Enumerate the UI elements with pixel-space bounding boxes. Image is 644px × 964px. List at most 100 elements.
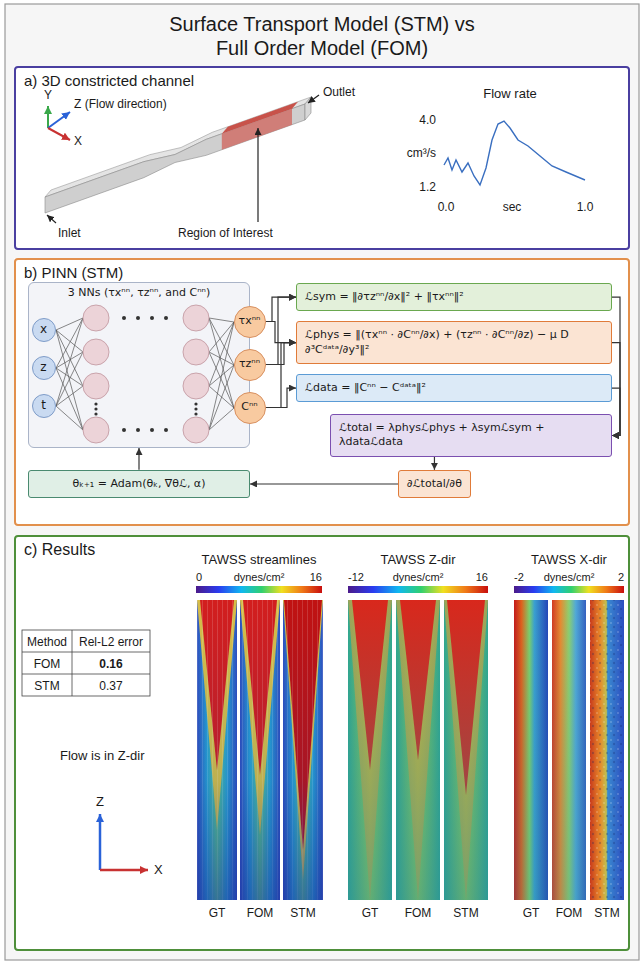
- leader-line: [257, 128, 258, 222]
- callout-label: Region of Interest: [178, 226, 273, 240]
- axis-arrow: [47, 106, 49, 128]
- box-title: 3 NNs (τxⁿⁿ, τzⁿⁿ, and Cⁿⁿ): [29, 283, 249, 300]
- node-label: t: [41, 398, 46, 414]
- table-cell: FOM: [34, 657, 61, 671]
- node-label: τxⁿⁿ: [239, 314, 261, 328]
- axis-arrow: [48, 128, 70, 140]
- callout-label: Outlet: [323, 85, 355, 99]
- connector: [434, 457, 435, 470]
- panel-ground: [14, 66, 630, 250]
- strip-label: STM: [594, 906, 619, 920]
- figure-title: Surface Transport Model (STM) vs Full Or…: [157, 12, 487, 60]
- equation: ℒsym = ‖∂τzⁿⁿ/∂x‖² + ‖τxⁿⁿ‖²: [305, 290, 603, 304]
- channel-front: [45, 104, 305, 213]
- input-node: t: [32, 394, 56, 418]
- network-ground: [28, 282, 250, 448]
- equation: ℒtotal = λphysℒphys + λsymℒsym + λdataℒd…: [339, 421, 603, 450]
- output-node: τzⁿⁿ: [234, 349, 266, 381]
- colorbar-label: 16: [310, 571, 322, 584]
- connector: [266, 343, 297, 408]
- colorbar-label: -2: [514, 571, 524, 584]
- panel-box: b) PINN (STM)3 NNs (τxⁿⁿ, τzⁿⁿ, and Cⁿⁿ)…: [14, 258, 630, 526]
- strip-label: FOM: [556, 906, 583, 920]
- total-loss-box: ℒtotal = λphysℒphys + λsymℒsym + λdataℒd…: [330, 414, 612, 457]
- colorbar-label: 16: [476, 571, 488, 584]
- node-label: τzⁿⁿ: [239, 357, 260, 371]
- axis-label: X: [74, 134, 82, 148]
- node-label: Cⁿⁿ: [241, 400, 257, 414]
- axis-label: Z (Flow direction): [74, 97, 167, 111]
- loss-box: ℒphys = ‖(τxⁿⁿ · ∂Cⁿⁿ/∂x) + (τzⁿⁿ · ∂Cⁿⁿ…: [296, 321, 612, 364]
- strip-label: GT: [209, 906, 226, 920]
- strip-label: STM: [290, 906, 315, 920]
- node-label: z: [40, 360, 46, 376]
- equation: ℒdata = ‖Cⁿⁿ − Cᵈᵃᵗᵃ‖²: [305, 381, 603, 395]
- strip-label: FOM: [247, 906, 274, 920]
- table-cell: Method: [27, 635, 67, 649]
- channel-top: [45, 97, 311, 197]
- network-weights: [56, 318, 83, 430]
- colorbar-label: dynes/cm²: [234, 571, 285, 584]
- hidden-neurons: [83, 305, 209, 443]
- connector: [138, 448, 139, 470]
- tawss-z-images: [348, 600, 488, 900]
- loss-box: ℒsym = ‖∂τzⁿⁿ/∂x‖² + ‖τxⁿⁿ‖²: [296, 283, 612, 311]
- strip-label: FOM: [405, 906, 432, 920]
- axis-arrow: [99, 814, 102, 870]
- equation: ℒphys = ‖(τxⁿⁿ · ∂Cⁿⁿ/∂x) + (τzⁿⁿ · ∂Cⁿⁿ…: [305, 328, 603, 357]
- panel-title: a) 3D constricted channel: [16, 68, 202, 94]
- note: Flow is in Z-dir: [60, 748, 145, 764]
- tick-label: 1.2: [419, 180, 436, 194]
- panel-title: c) Results: [16, 537, 103, 564]
- colorbar-label: 0: [196, 571, 202, 584]
- optimizer-box: θₖ₊₁ = Adam(θₖ, ∇θℒ, α): [28, 470, 250, 498]
- axis-arrow: [100, 869, 148, 872]
- colorbar: [514, 586, 624, 593]
- panel-box: c) Results: [14, 535, 630, 951]
- flow-rate-curve: [444, 121, 585, 185]
- image-header: TAWSS X-dir: [531, 552, 607, 568]
- leader-line: [47, 215, 56, 223]
- table-cell: Rel-L2 error: [79, 635, 143, 649]
- connector: [266, 322, 297, 343]
- panel-ground: [14, 535, 630, 951]
- network-weights: [209, 318, 234, 430]
- connector: [266, 297, 297, 321]
- leader-line: [308, 95, 319, 103]
- input-node: x: [32, 318, 56, 342]
- tick-label: 4.0: [419, 113, 436, 127]
- axis-label: sec: [503, 200, 522, 214]
- connector: [266, 388, 297, 407]
- channel-end: [305, 97, 311, 120]
- region-of-interest: [222, 109, 292, 150]
- equation: ∂ℒtotal/∂θ: [407, 477, 462, 491]
- table-cell: STM: [34, 679, 59, 693]
- axis-label: Y: [44, 88, 52, 102]
- channel-illustration: [45, 97, 311, 213]
- strip-label: GT: [523, 906, 540, 920]
- equation: θₖ₊₁ = Adam(θₖ, ∇θℒ, α): [37, 477, 241, 491]
- loss-box: ℒdata = ‖Cⁿⁿ − Cᵈᵃᵗᵃ‖²: [296, 374, 612, 402]
- output-node: τxⁿⁿ: [234, 306, 266, 338]
- strip-label: STM: [453, 906, 478, 920]
- output-node: Cⁿⁿ: [234, 392, 266, 424]
- connector: [612, 343, 620, 436]
- colorbar-label: dynes/cm²: [393, 571, 444, 584]
- network-box: 3 NNs (τxⁿⁿ, τzⁿⁿ, and Cⁿⁿ)xztτxⁿⁿτzⁿⁿCⁿ…: [28, 282, 250, 448]
- axis-label: Z: [96, 794, 104, 810]
- image-header: TAWSS Z-dir: [380, 552, 455, 568]
- gradient-box: ∂ℒtotal/∂θ: [398, 470, 471, 498]
- plot-title: Flow rate: [483, 86, 536, 102]
- colorbar-label: -12: [348, 571, 364, 584]
- tawss-x-images: [514, 600, 624, 900]
- node-label: x: [40, 322, 47, 338]
- axis-arrow: [48, 112, 70, 128]
- colorbar: [348, 586, 488, 593]
- strip-label: GT: [362, 906, 379, 920]
- panel-box: a) 3D constricted channel: [14, 66, 630, 250]
- connector: [612, 388, 620, 435]
- connector: [612, 297, 620, 435]
- image-header: TAWSS streamlines: [202, 552, 317, 568]
- input-node: z: [32, 356, 56, 380]
